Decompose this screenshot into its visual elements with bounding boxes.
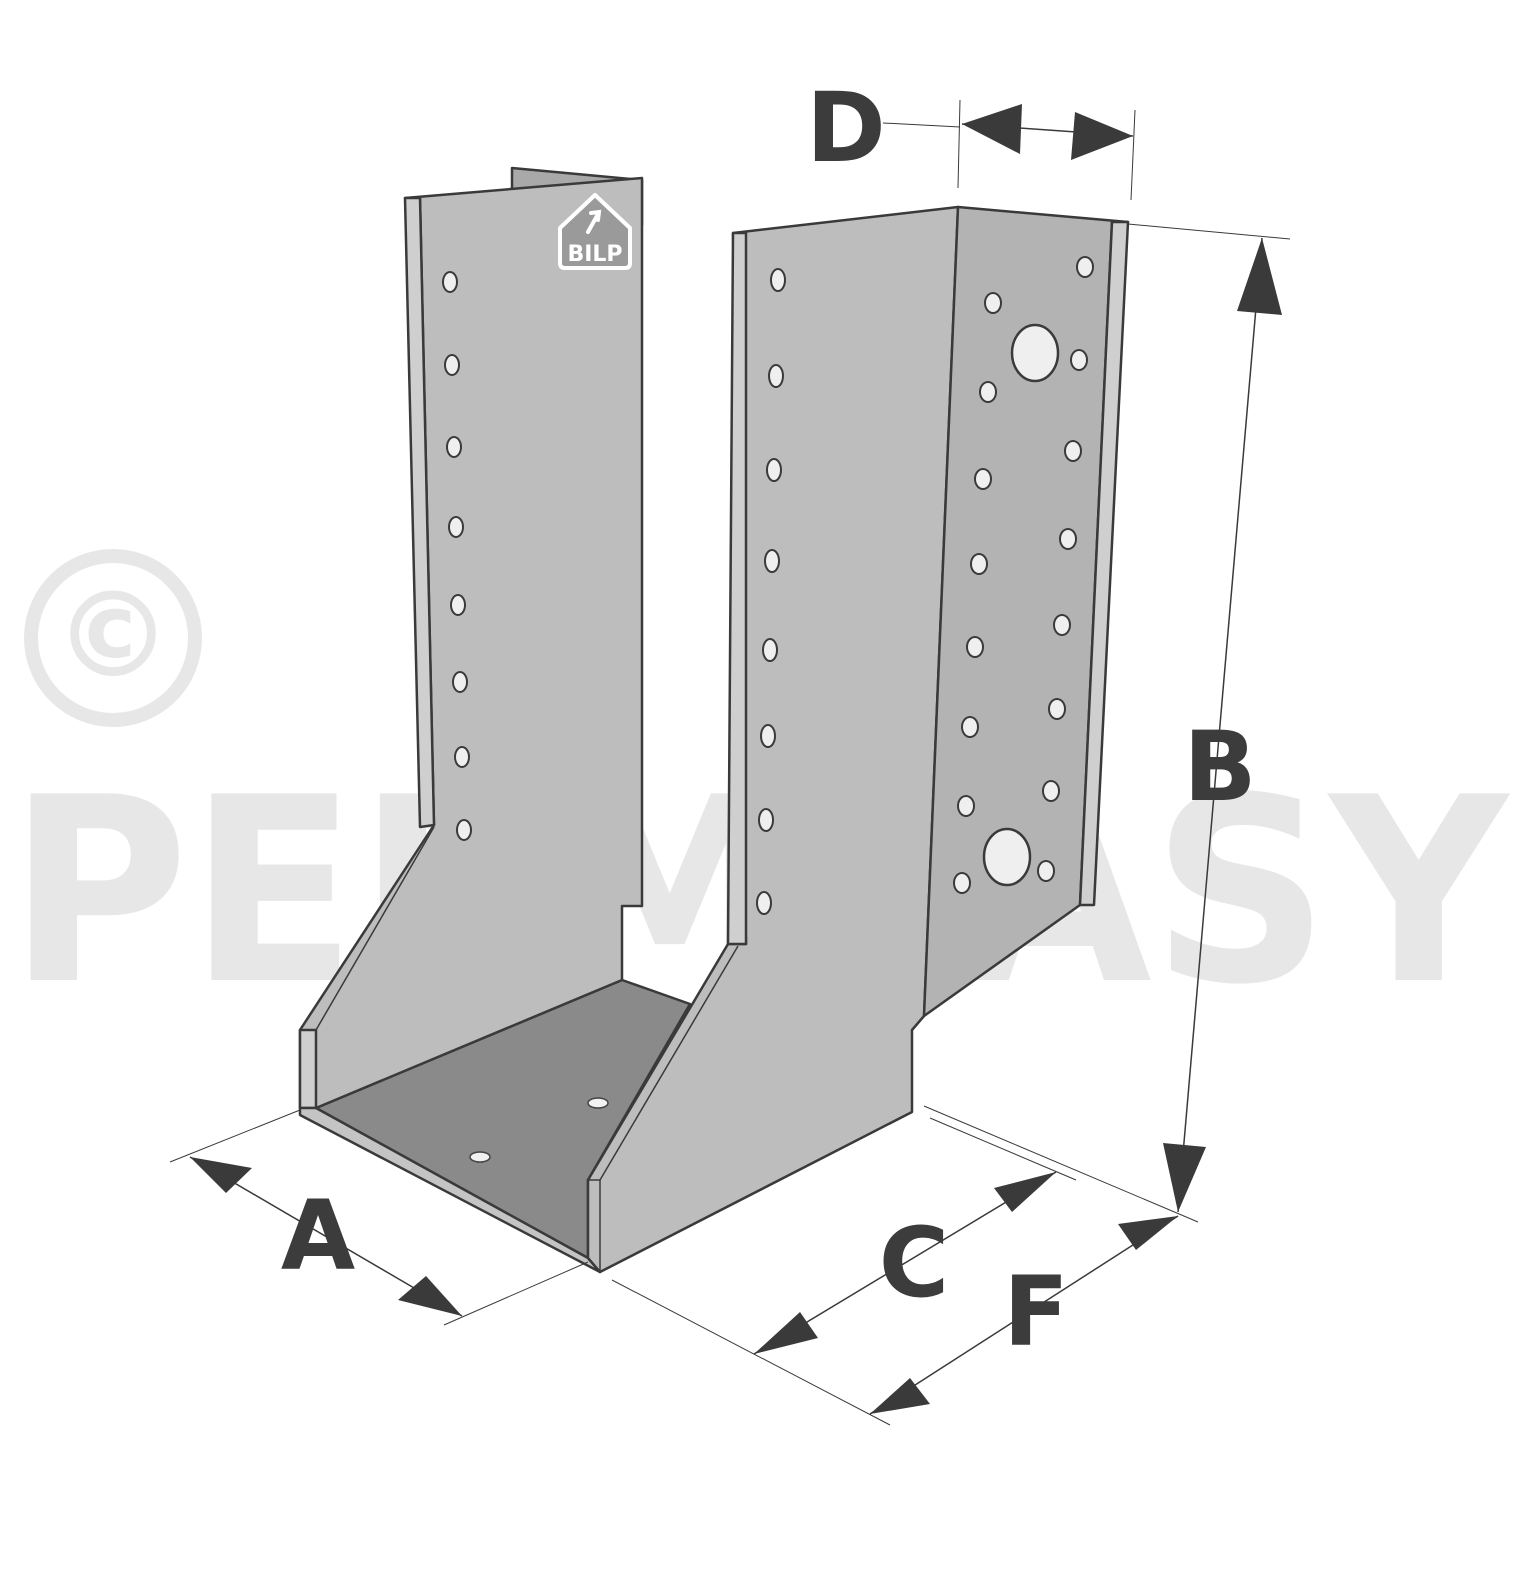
logo-text: BILP [567, 242, 622, 267]
joist-hanger [298, 166, 1130, 1274]
nail-hole [770, 268, 786, 292]
nail-hole [970, 553, 988, 575]
dimension-b-arrow [1177, 237, 1263, 1213]
nail-hole [760, 724, 776, 748]
nail-hole [1037, 860, 1055, 882]
arrowhead [754, 1312, 818, 1354]
nail-hole [442, 271, 458, 293]
nail-hole [984, 292, 1002, 314]
dimension-label-d: D [806, 72, 886, 184]
dimension-label-c: C [879, 1207, 949, 1319]
nail-hole [1070, 349, 1088, 371]
nail-hole [1064, 440, 1082, 462]
arrowhead [1237, 238, 1282, 315]
nail-holes [442, 256, 1094, 915]
copyright-icon: © [24, 549, 202, 727]
nail-hole [1059, 528, 1077, 550]
bolt-hole [982, 827, 1032, 887]
arrowhead [994, 1172, 1056, 1212]
dimension-label-f: F [1003, 1256, 1069, 1368]
nail-hole [444, 354, 460, 376]
nail-hole [1042, 780, 1060, 802]
copyright-symbol: © [54, 566, 172, 704]
nail-hole [762, 638, 778, 662]
nail-hole [961, 716, 979, 738]
nail-hole [452, 671, 468, 693]
base-hole [587, 1097, 609, 1109]
nail-hole [758, 808, 774, 832]
nail-hole [768, 364, 784, 388]
dimension-f-arrow [869, 1215, 1179, 1415]
arrowhead [1163, 1143, 1206, 1212]
nail-hole [979, 381, 997, 403]
arrowhead [1118, 1216, 1178, 1250]
nail-hole [957, 795, 975, 817]
nail-hole [450, 594, 466, 616]
nail-hole [454, 746, 470, 768]
dimension-labels: D B A C F [281, 72, 1257, 1368]
left-side-plate-edge [403, 196, 436, 829]
nail-hole [974, 468, 992, 490]
bilp-logo: BILP [558, 193, 632, 270]
arrowhead [190, 1157, 252, 1193]
arrow-icon [586, 209, 602, 234]
nail-hole [448, 516, 464, 538]
bolt-hole [1010, 323, 1060, 383]
arrowhead [398, 1276, 462, 1316]
base-hole [469, 1151, 491, 1163]
nail-hole [1076, 256, 1094, 278]
nail-hole [1053, 614, 1071, 636]
nail-hole [766, 458, 782, 482]
nail-hole [1048, 698, 1066, 720]
dimension-label-a: A [281, 1180, 355, 1292]
nail-hole [966, 636, 984, 658]
nail-hole [953, 872, 971, 894]
left-base-lip [298, 1028, 318, 1110]
dimension-label-b: B [1183, 711, 1256, 823]
nail-hole [756, 891, 772, 915]
nail-hole [764, 549, 780, 573]
nail-hole [446, 436, 462, 458]
nail-hole [456, 819, 472, 841]
arrowhead [1071, 112, 1133, 160]
arrowhead [870, 1378, 930, 1414]
right-side-plate-edge [726, 231, 748, 946]
right-flange-edge [1078, 220, 1130, 907]
arrowhead [962, 104, 1022, 154]
dimension-lines [169, 99, 1291, 1426]
